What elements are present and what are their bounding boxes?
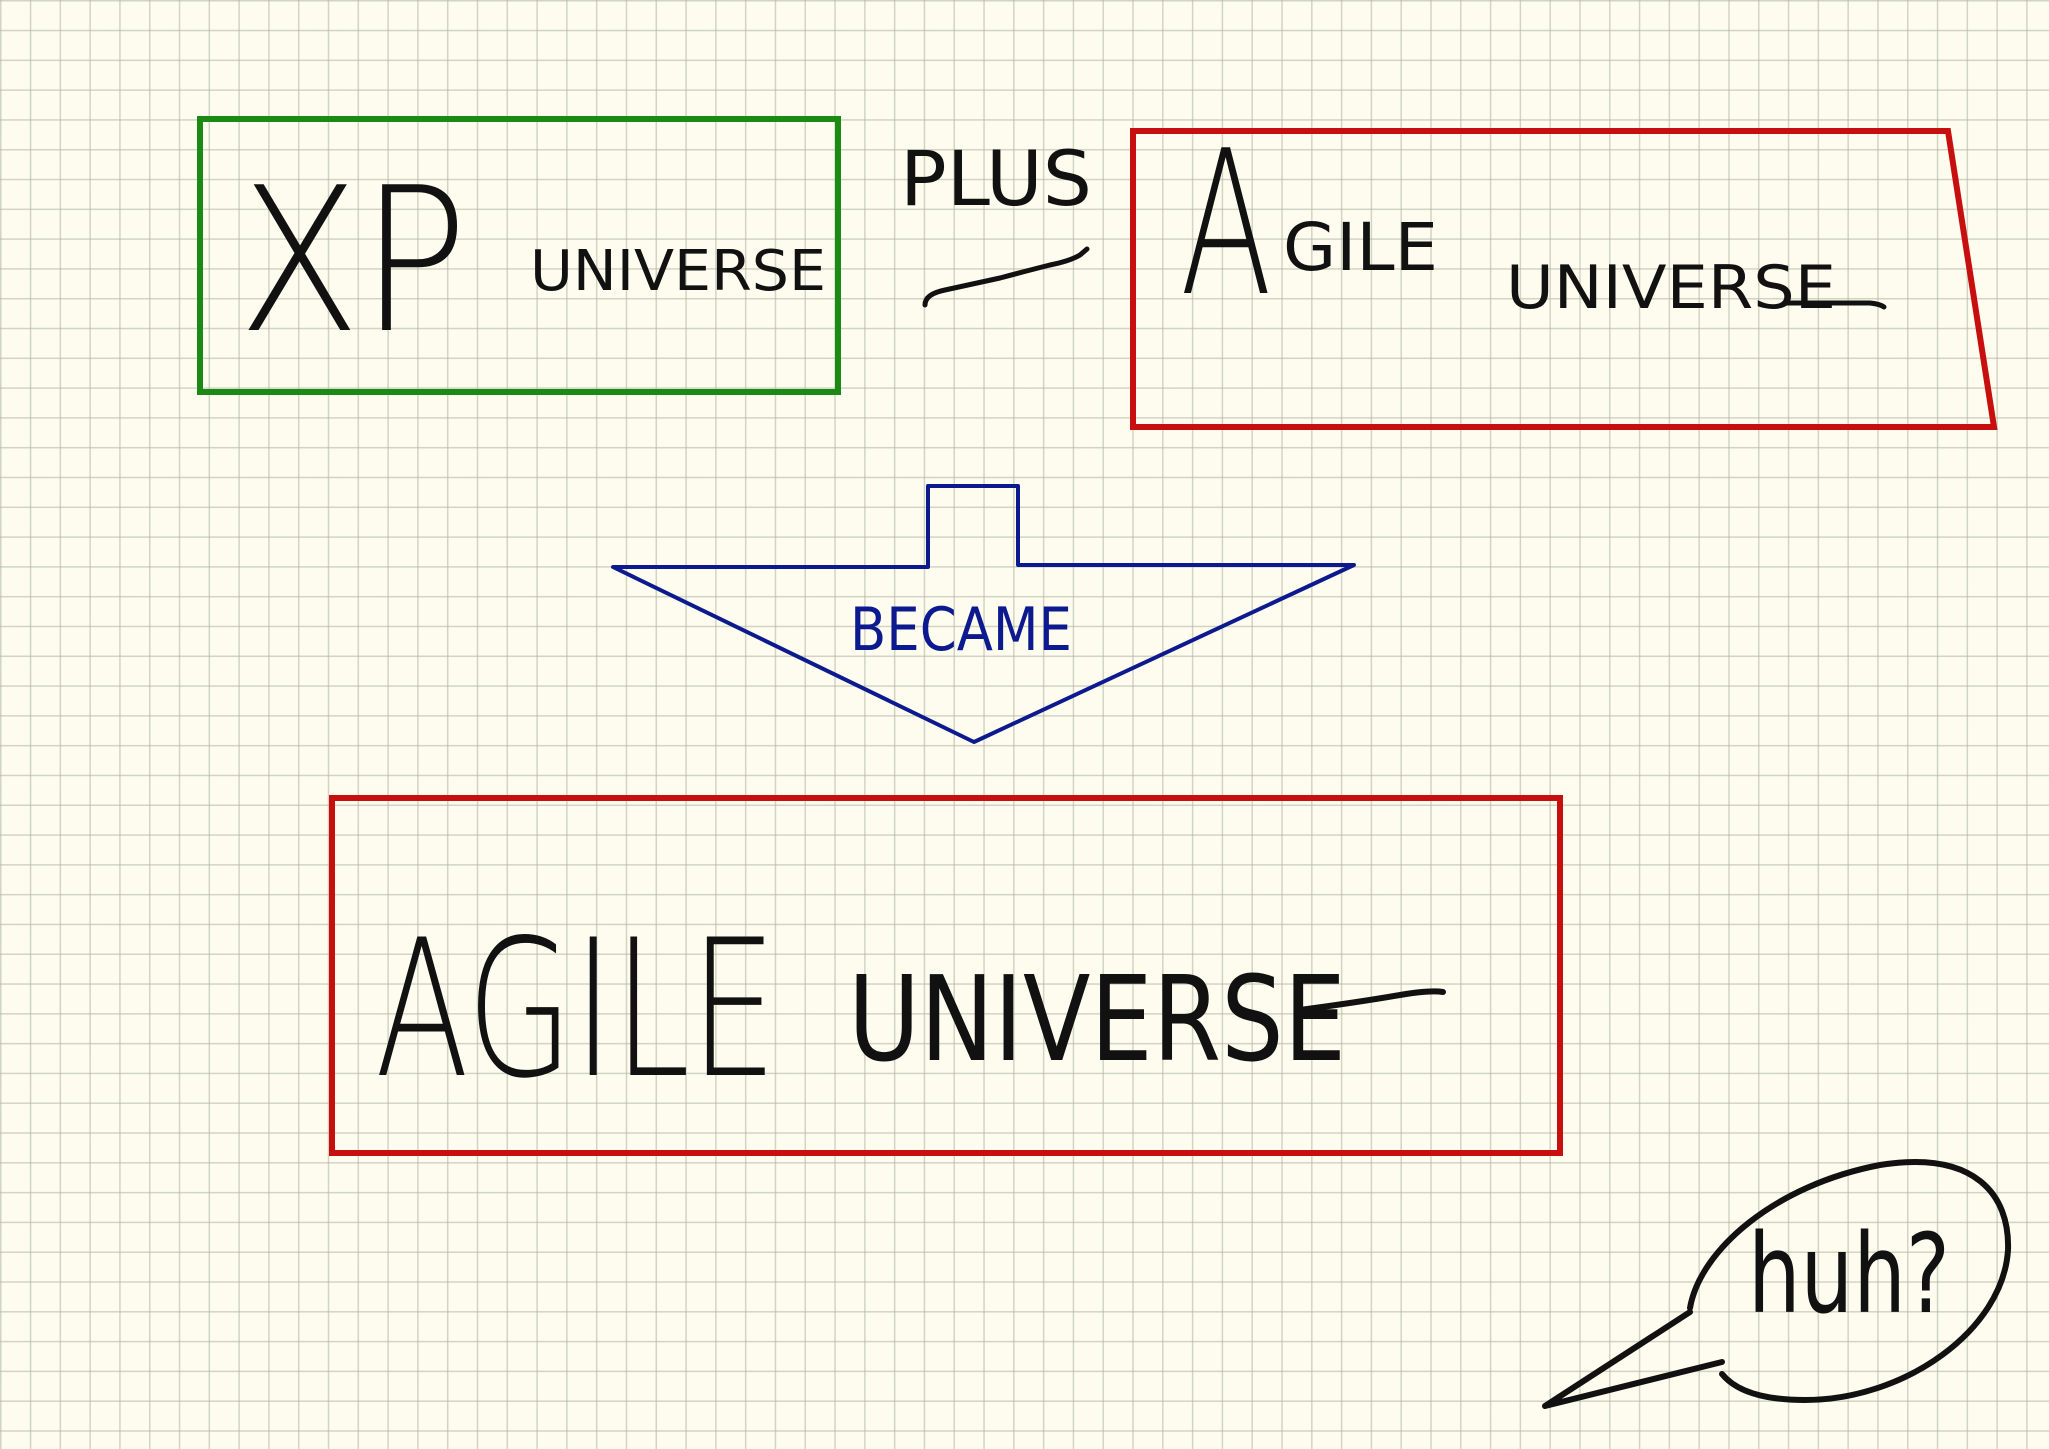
speech-bubble-outline — [1542, 1159, 2012, 1409]
plus-connector: PLUS — [900, 134, 1092, 308]
became-arrow-outline — [611, 484, 1356, 744]
speech-bubble: huh? — [1542, 1159, 2012, 1409]
agile-universe-result-box: AGILE UNIVERSE — [329, 795, 1563, 1156]
result-box-border — [329, 795, 1563, 1156]
agile-top-universe: UNIVERSE — [1506, 253, 1836, 323]
agile-top-underline — [1782, 300, 1887, 310]
agile-top-big-a: A — [1180, 108, 1272, 341]
xp-box-border — [197, 116, 841, 395]
became-label: BECAME — [850, 595, 1072, 665]
became-arrow: BECAME — [611, 484, 1356, 744]
result-universe-label: UNIVERSE — [848, 950, 1346, 1088]
result-underline — [1297, 988, 1446, 1013]
speech-bubble-text: huh? — [1748, 1210, 1950, 1338]
xp-universe-label: UNIVERSE — [530, 239, 826, 304]
agile-top-gile: GILE — [1283, 209, 1438, 286]
result-agile-label: AGILE — [375, 899, 777, 1120]
agile-top-box-border — [1130, 128, 1998, 430]
xp-universe-box: XP UNIVERSE — [197, 116, 841, 395]
plus-underline — [922, 246, 1090, 308]
plus-label: PLUS — [900, 134, 1092, 223]
xp-label: XP — [238, 145, 468, 378]
agile-universe-top-box: A GILE UNIVERSE — [1130, 108, 1998, 430]
